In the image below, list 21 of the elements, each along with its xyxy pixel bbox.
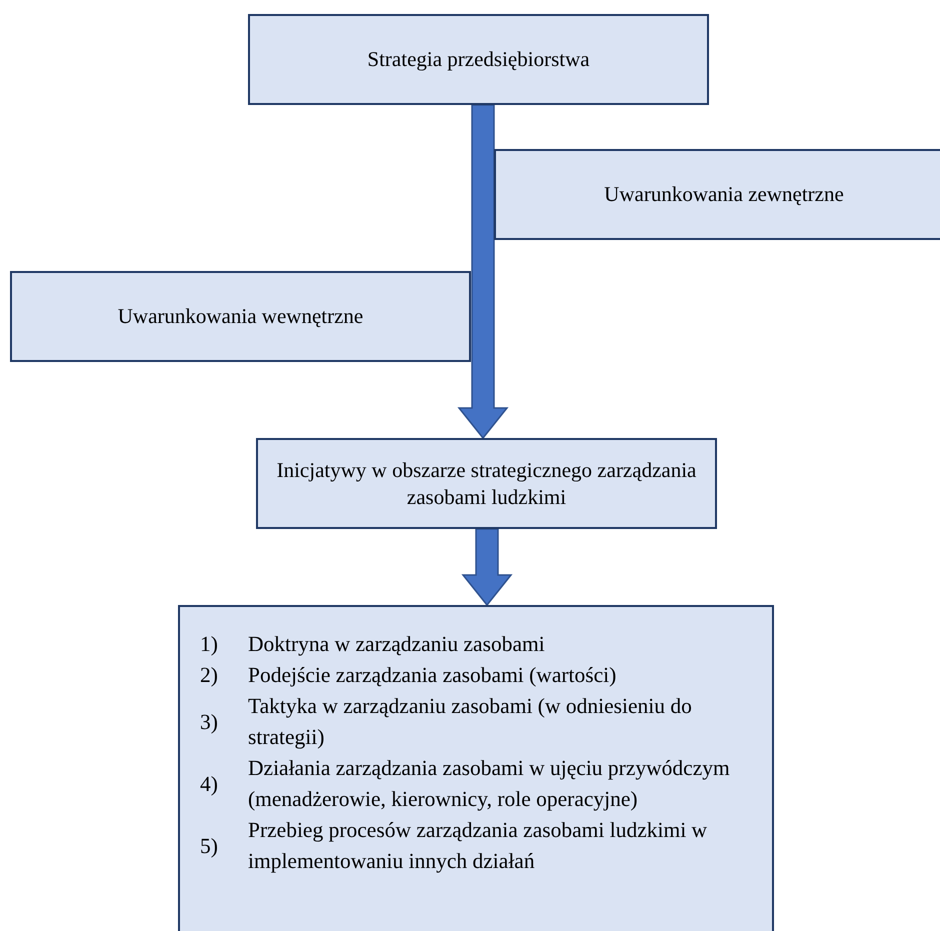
process-box: [10, 271, 471, 362]
list-number: 5): [200, 832, 218, 860]
block-arrow: [457, 104, 509, 440]
box-label: Uwarunkowania zewnętrzne: [604, 181, 844, 208]
list-number: 4): [200, 770, 218, 798]
list-number: 1): [200, 631, 218, 658]
list-number: 2): [200, 662, 218, 689]
process-box: [178, 605, 774, 931]
list-item: Doktryna w zarządzaniu zasobami: [248, 631, 545, 658]
list-item: Działania zarządzania zasobami w ujęciu przywódczym (menadżerowie, kierownicy, role operacyjne): [248, 755, 731, 813]
box-label: Uwarunkowania wewnętrzne: [118, 303, 364, 330]
process-box: [248, 14, 709, 105]
process-box: [494, 149, 940, 240]
list-item: Podejście zarządzania zasobami (wartości): [248, 662, 616, 689]
process-box: [256, 438, 717, 529]
box-label: Strategia przedsiębiorstwa: [367, 46, 590, 73]
list-item: Przebieg procesów zarządzania zasobami ludzkimi w implementowaniu innych działań: [248, 817, 708, 875]
block-arrow: [461, 528, 513, 606]
list-item: Taktyka w zarządzaniu zasobami (w odniesieniu do strategii): [248, 693, 693, 751]
list-number: 3): [200, 708, 218, 736]
box-label: Inicjatywy w obszarze strategicznego zarządzania zasobami ludzkimi: [276, 457, 698, 510]
